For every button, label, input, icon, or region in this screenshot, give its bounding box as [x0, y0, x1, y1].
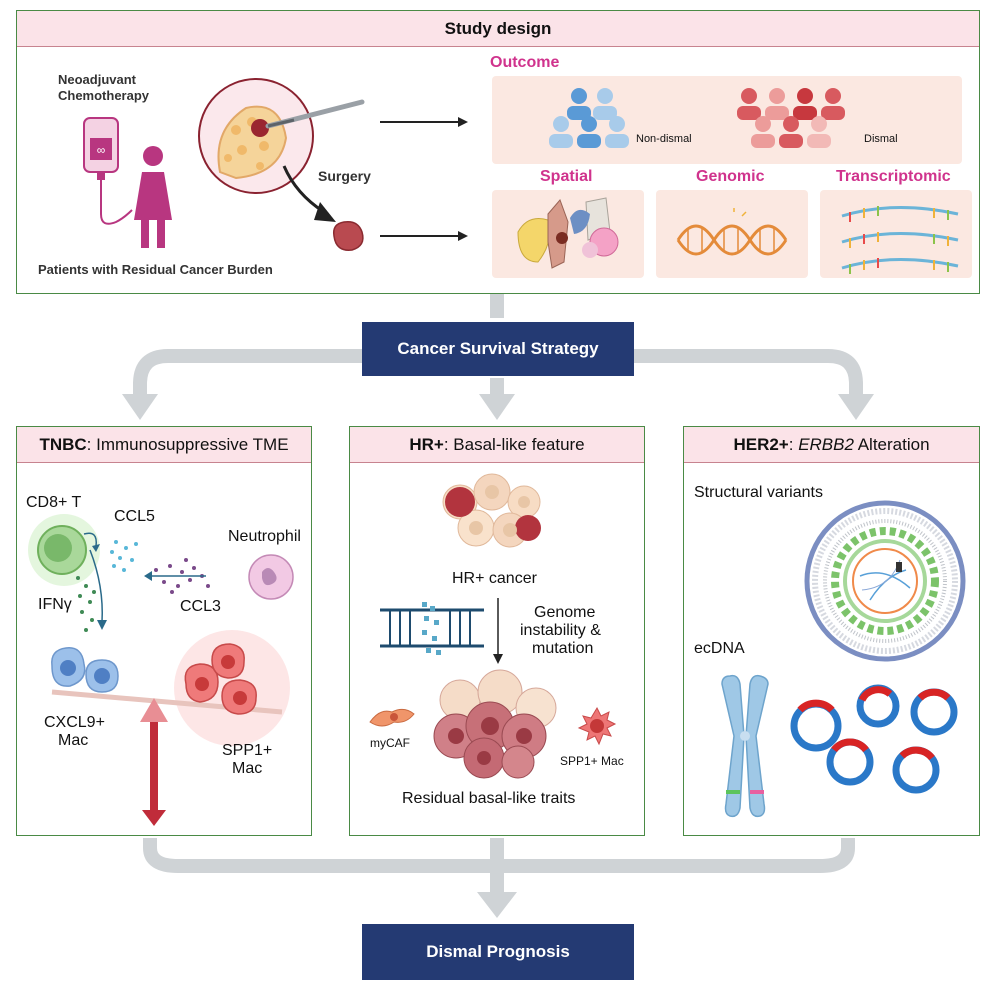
ccl5-label: CCL5 [114, 508, 155, 525]
outcome-title: Outcome [490, 54, 560, 71]
cd8-t-cell-icon [28, 514, 100, 586]
ecdna-circles-icon [790, 684, 958, 794]
genome-label-line1: Genome [534, 604, 596, 621]
mycaf-icon [369, 708, 415, 727]
genomic-title: Genomic [696, 168, 765, 185]
spp1-mac-icon [577, 706, 617, 746]
ifng-label: IFNγ [38, 596, 72, 613]
non-dismal-label: Non-dismal [636, 133, 692, 145]
dismal-label: Dismal [864, 133, 898, 145]
patients-label: Patients with Residual Cancer Burden [38, 262, 273, 277]
tumor-icon [332, 220, 364, 251]
spp1-mac-hr-label: SPP1+ Mac [560, 754, 624, 768]
spp1-mac-label-line1: SPP1+ [222, 742, 273, 759]
cxcl9-mac-label-line2: Mac [58, 732, 89, 749]
residual-cluster-icon [433, 669, 557, 779]
down-arrow-icon [493, 598, 503, 664]
neutrophil-label: Neutrophil [228, 528, 301, 545]
cd8-t-label: CD8+ T [26, 494, 82, 511]
structural-variants-label: Structural variants [694, 484, 823, 501]
mycaf-label: myCAF [370, 736, 410, 750]
hr-title-bold: HR+ [409, 434, 444, 454]
her2-title-sep: : [788, 434, 799, 454]
cytokine-dots [76, 540, 210, 632]
circos-plot-icon [804, 500, 966, 662]
cancer-survival-strategy-box: Cancer Survival Strategy [362, 322, 634, 376]
chemotherapy-label: Chemotherapy [58, 88, 150, 103]
svg-text:∞: ∞ [97, 143, 106, 157]
non-dismal-people-icon [549, 88, 629, 148]
neoadjuvant-label: Neoadjuvant [58, 72, 137, 87]
spatial-box [492, 190, 644, 278]
spatial-cells-icon [517, 197, 619, 269]
breast-surgery-icon [198, 78, 365, 194]
residual-label: Residual basal-like traits [402, 790, 576, 807]
her2-title-bold: HER2+ [733, 434, 789, 454]
spp1-mac-label-line2: Mac [232, 760, 263, 777]
hr-cancer-cluster-icon [442, 473, 541, 548]
ccl3-label: CCL3 [180, 598, 221, 615]
dismal-prognosis-box: Dismal Prognosis [362, 924, 634, 980]
spatial-title: Spatial [540, 168, 593, 185]
genome-label-line3: mutation [532, 640, 594, 657]
tnbc-header: TNBC: Immunosuppressive TME [17, 427, 311, 463]
her2-header: HER2+: ERBB2 Alteration [684, 427, 979, 463]
her2-title-rest: Alteration [853, 434, 930, 454]
neutrophil-icon [248, 554, 294, 600]
cxcl9-mac-label-line1: CXCL9+ [44, 714, 105, 731]
dismal-people-icon [737, 88, 845, 148]
tnbc-title-rest: : Immunosuppressive TME [86, 434, 289, 454]
hr-header: HR+: Basal-like feature [350, 427, 644, 463]
dna-helix-icon [676, 208, 788, 256]
study-design-header: Study design [17, 11, 979, 47]
her2-title-italic: ERBB2 [798, 434, 854, 454]
study-design-title: Study design [444, 18, 552, 38]
tnbc-panel: TNBC: Immunosuppressive TME [16, 426, 312, 836]
genome-label-line2: instability & [520, 622, 601, 639]
dna-damage-icon [380, 602, 484, 655]
chromosome-icon [721, 674, 769, 818]
ecdna-label: ecDNA [694, 640, 745, 657]
patient-icon [134, 146, 172, 248]
surgery-arrows [282, 117, 468, 241]
hr-title-rest: : Basal-like feature [443, 434, 585, 454]
tnbc-title-bold: TNBC [39, 434, 87, 454]
hr-cancer-label: HR+ cancer [452, 570, 537, 587]
iv-bag-icon: ∞ [83, 117, 133, 225]
outcome-box [492, 76, 962, 164]
balance-scale-icon [51, 630, 290, 826]
rna-strands-icon [841, 205, 959, 274]
surgery-label: Surgery [318, 168, 371, 184]
transcriptomic-title: Transcriptomic [836, 168, 951, 185]
